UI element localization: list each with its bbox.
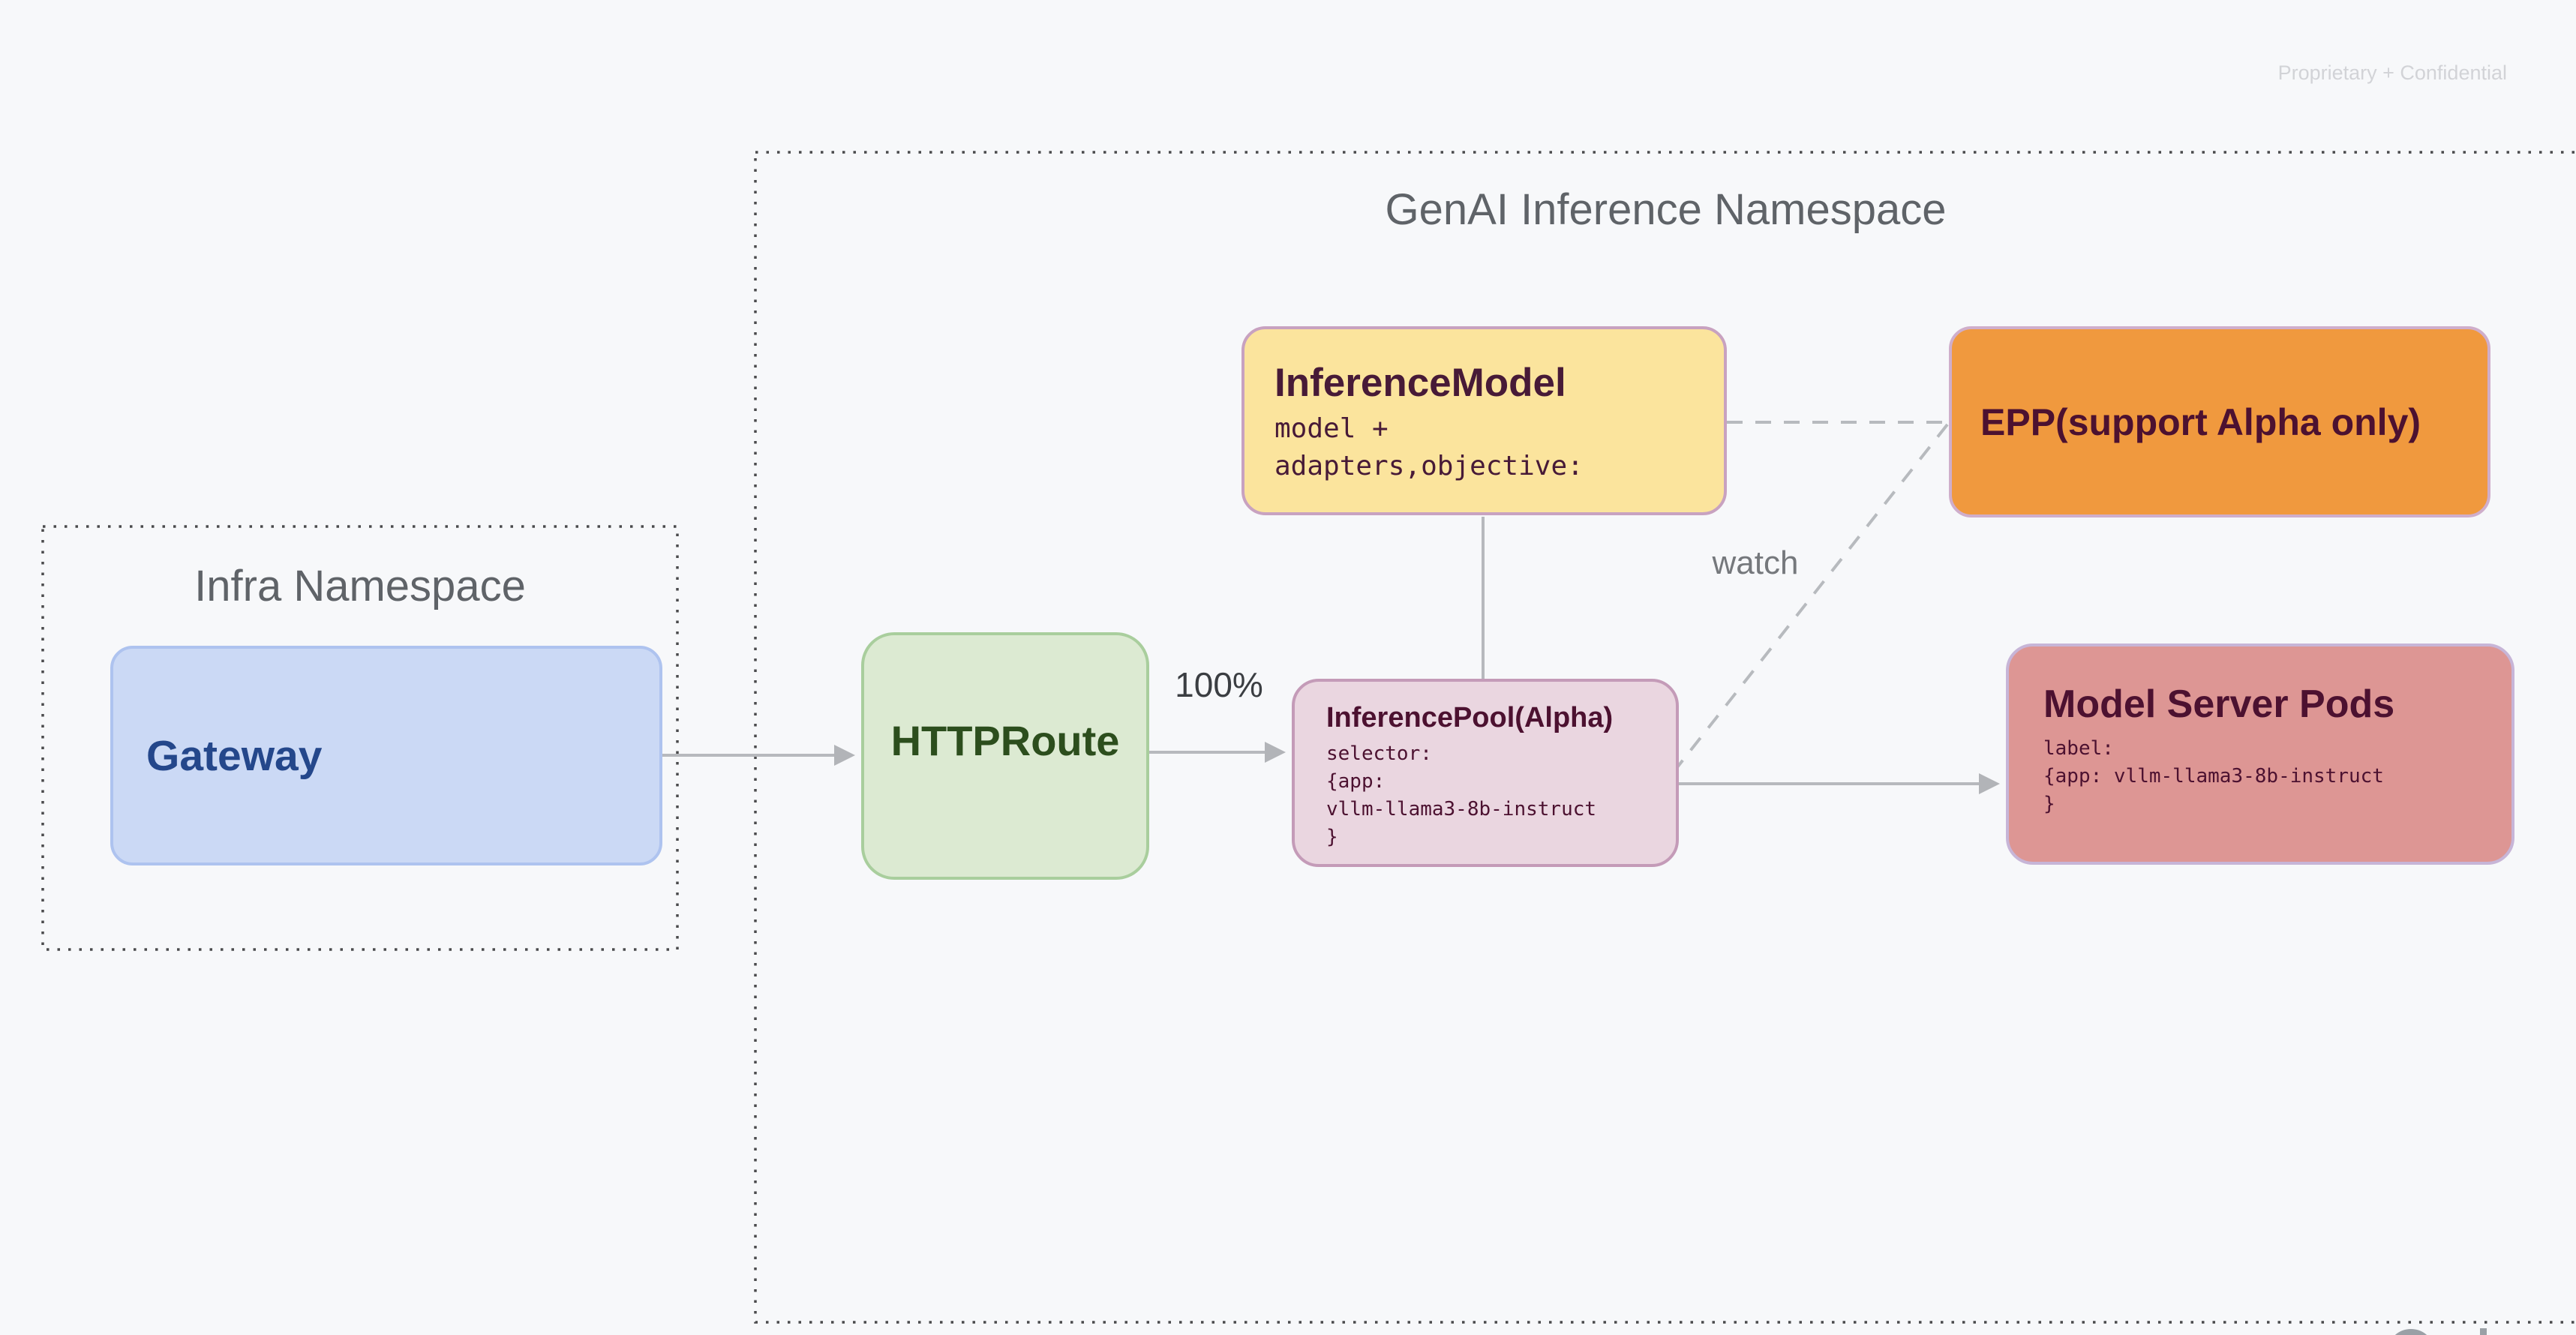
google-logo-fragment	[2394, 1328, 2487, 1335]
model-server-pods-code-line: {app: vllm-llama3-8b-instruct	[2043, 765, 2384, 788]
httproute-label: HTTPRoute	[890, 716, 1120, 764]
inference-model-code-line: adapters,objective:	[1274, 451, 1584, 482]
genai-namespace-title: GenAI Inference Namespace	[1385, 185, 1947, 234]
infra-namespace-border	[41, 525, 679, 951]
inference-pool-title: InferencePool(Alpha)	[1326, 702, 1614, 734]
genai-namespace-border	[754, 151, 2576, 1324]
model-server-pods-node: Model Server Pods label: {app: vllm-llam…	[2006, 644, 2514, 865]
inference-pool-node: InferencePool(Alpha) selector: {app: vll…	[1292, 679, 1679, 867]
inference-pool-code-line: vllm-llama3-8b-instruct	[1326, 798, 1597, 820]
gateway-node: Gateway	[110, 646, 662, 866]
inference-pool-code-line: selector:	[1326, 742, 1432, 765]
inference-model-code-line: model +	[1274, 413, 1389, 444]
inference-model-node: InferenceModel model + adapters,objectiv…	[1241, 326, 1727, 515]
route-weight-label: 100%	[1175, 665, 1263, 704]
model-server-pods-code-line: }	[2043, 793, 2055, 815]
model-server-pods-title: Model Server Pods	[2043, 682, 2395, 726]
model-server-pods-code-line: label:	[2043, 737, 2114, 760]
inference-pool-code-line: {app:	[1326, 770, 1386, 793]
epp-node: EPP(support Alpha only)	[1949, 326, 2490, 518]
epp-label: EPP(support Alpha only)	[1980, 400, 2421, 443]
watch-label: watch	[1712, 544, 1799, 581]
httproute-node: HTTPRoute	[861, 632, 1149, 880]
gateway-label: Gateway	[146, 731, 323, 780]
confidentiality-watermark: Proprietary + Confidential	[2277, 62, 2507, 84]
inference-pool-code-line: }	[1326, 826, 1338, 848]
infra-namespace-title: Infra Namespace	[194, 562, 526, 610]
inference-model-title: InferenceModel	[1274, 361, 1566, 405]
